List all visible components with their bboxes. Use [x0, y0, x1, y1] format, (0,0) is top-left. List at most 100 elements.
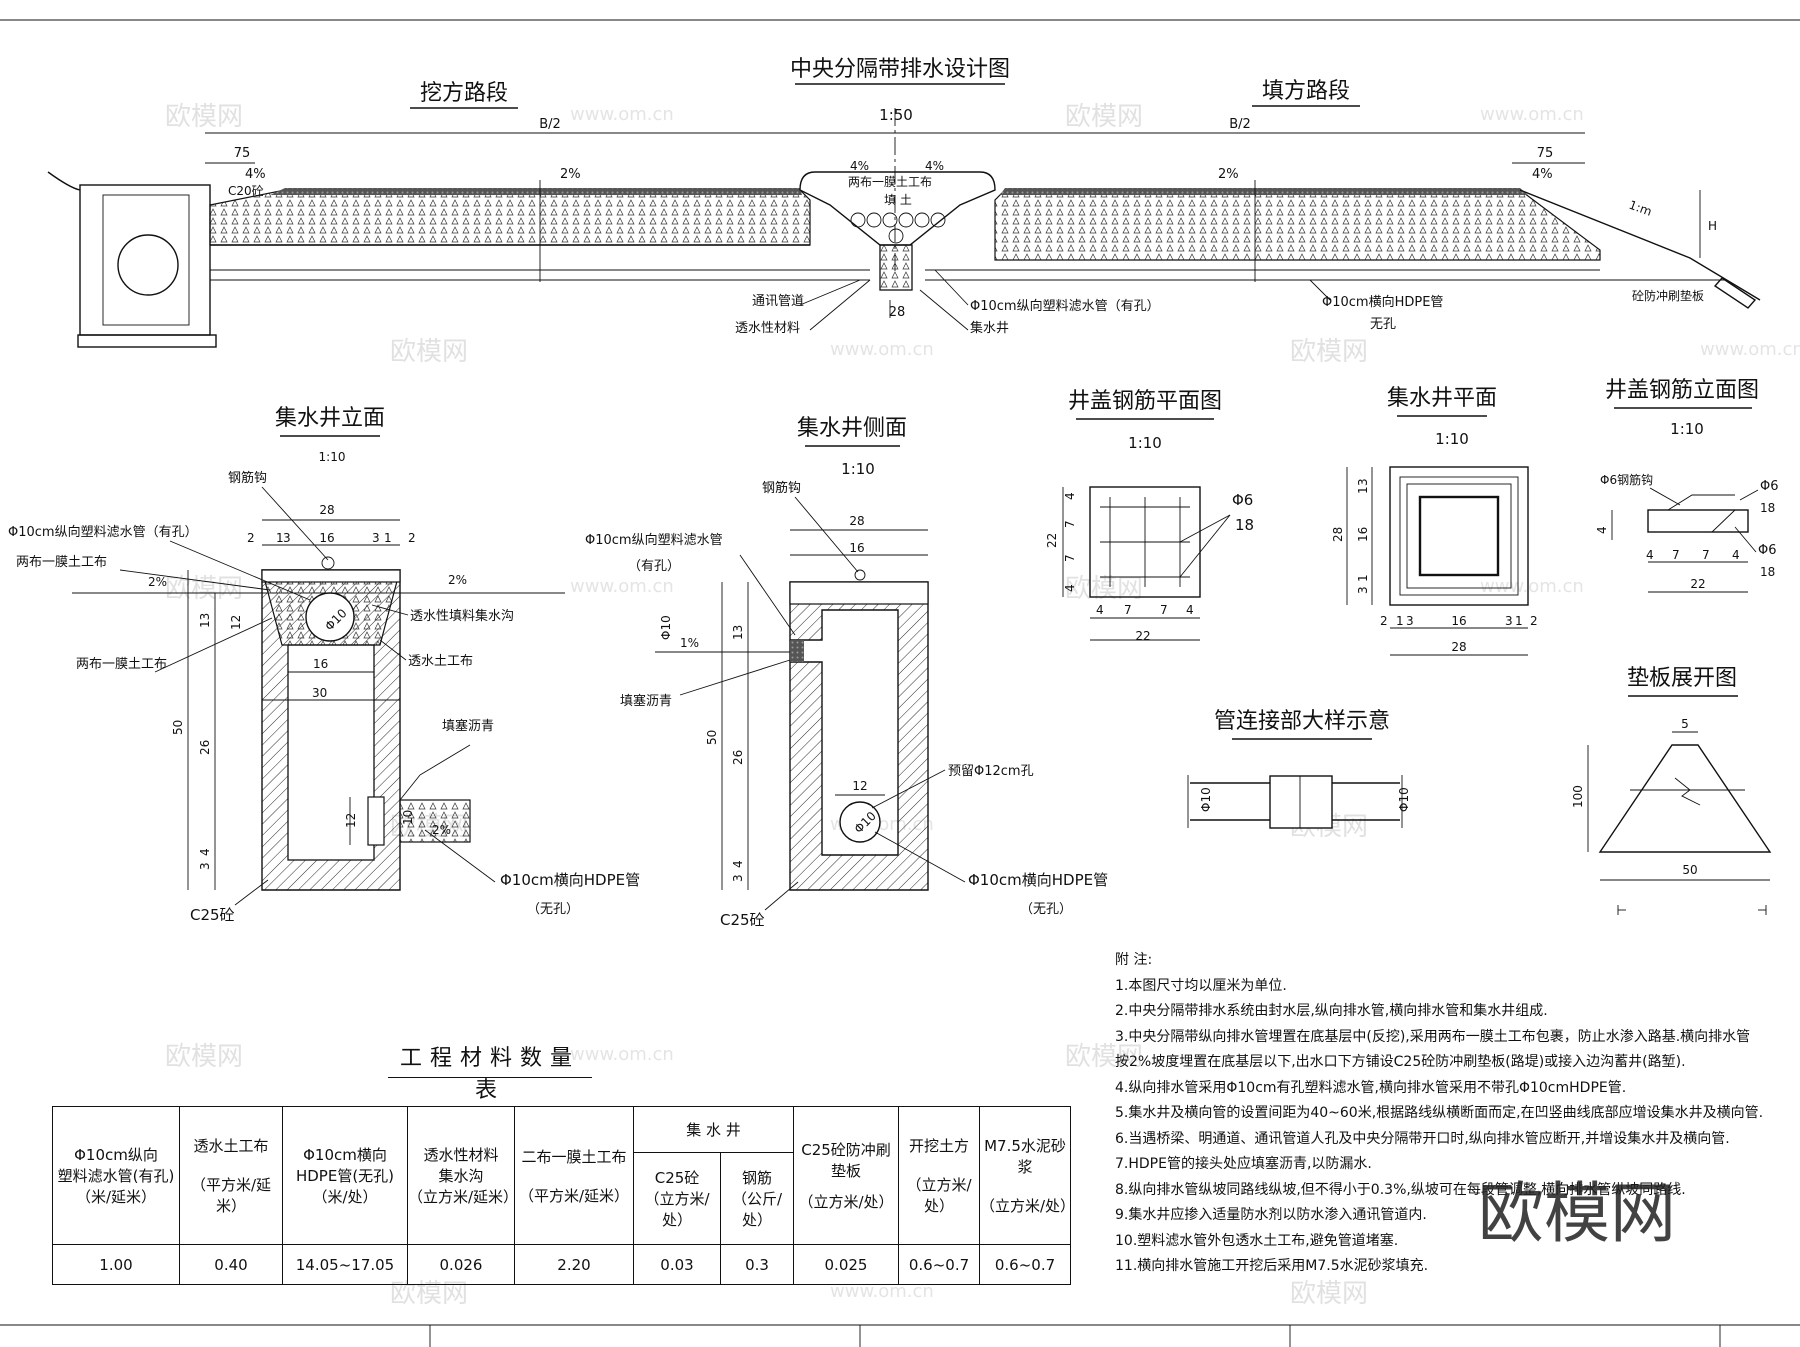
left-section-title: 挖方路段: [420, 81, 508, 106]
cover-elev-title: 井盖钢筋立面图: [1605, 378, 1759, 403]
side-hole: [839, 801, 881, 843]
elev-hdpe-stub: [367, 796, 385, 846]
side-v26: 26: [731, 750, 745, 765]
cover-elevation: 井盖钢筋立面图 1:10 Φ6钢筋钩 Φ6 18 Φ6 18 4 4 7 7 4…: [1595, 378, 1779, 593]
table-cell: 0.6~0.7: [898, 1244, 980, 1285]
elev-d1a: 1: [276, 531, 284, 545]
cover-plan-h22: 22: [1135, 629, 1150, 643]
elev-rebar-hook: [321, 556, 335, 570]
leader-hdpe: [1309, 279, 1331, 301]
c20-label: C20砼: [228, 184, 264, 198]
th-geo: 二布一膜土工布 （平方米/延米）: [514, 1106, 634, 1245]
well-plan-h3a: 3: [1406, 614, 1414, 628]
cover-plan-slab: [1089, 486, 1201, 598]
note-item: 1.本图尺寸均以厘米为单位.: [1115, 977, 1287, 994]
dim-75-left: 75: [234, 146, 251, 161]
watermark: 欧模网: [165, 574, 243, 604]
elev-d3b: 3: [372, 531, 380, 545]
surface-left: [270, 188, 802, 195]
leader-cover-rebar: [1649, 487, 1681, 506]
th-text: 垫板: [830, 1162, 861, 1180]
table-cell: 0.026: [407, 1244, 515, 1285]
slope-4-right: 4%: [1532, 167, 1553, 182]
side-ditch-pipe: [117, 234, 179, 296]
cover-plan-phi: Φ6: [1232, 491, 1253, 509]
cover-plan-v4b: 4: [1063, 584, 1077, 592]
elev-v10: 10: [401, 810, 415, 825]
side-v4: 4: [731, 860, 745, 868]
pad-d50: 50: [1682, 863, 1697, 877]
table-title: 工程材料数量表: [399, 1046, 580, 1103]
pipe-phi-left: Φ10: [1199, 787, 1213, 812]
th-text: （公斤/处）: [731, 1190, 783, 1229]
watermark-url: www.om.cn: [1700, 339, 1800, 360]
th-c25: C25砼 （立方米/处）: [633, 1152, 721, 1245]
note-item: 按2%坡度埋置在底基层以下,出水口下方铺设C25砼防冲刷垫板(路堤)或接入边沟蓄…: [1115, 1054, 1686, 1070]
cover-plan-v4a: 4: [1063, 492, 1077, 500]
elev-top-slab: [261, 569, 401, 583]
elev-title: 集水井立面: [275, 406, 385, 431]
elev-scale: 1:10: [319, 450, 346, 464]
watermark-url: www.om.cn: [570, 576, 674, 597]
pipe-coupler: [1269, 775, 1333, 829]
table-cell: 0.3: [720, 1244, 794, 1285]
median-slope-right: 4%: [925, 159, 944, 173]
pipe-detail: 管连接部大样示意 Φ10 Φ10: [1187, 709, 1411, 829]
watermark: 欧模网: [1065, 102, 1143, 132]
dim-28: 28: [889, 305, 906, 320]
cover-elev-h7b: 7: [1702, 548, 1710, 562]
well-plan-v1b: 1: [1356, 574, 1370, 582]
watermark-url: www.om.cn: [1480, 104, 1584, 125]
elev-d1b: 1: [384, 531, 392, 545]
cover-plan-title: 井盖钢筋平面图: [1068, 389, 1222, 414]
th-text: Φ10cm横向: [303, 1146, 387, 1164]
cover-plan-n18: 18: [1235, 516, 1254, 534]
leader-perm: [371, 604, 409, 616]
elev-pipe: [305, 592, 355, 642]
elev-asphalt: 填塞沥青: [442, 718, 494, 734]
watermark-url: www.om.cn: [830, 1281, 934, 1302]
side-no-hole: （无孔）: [1020, 902, 1072, 917]
cover-elev-h22: 22: [1690, 577, 1705, 591]
th-text: 钢筋: [741, 1169, 772, 1187]
note-item: 8.纵向排水管纵坡同路线纵坡,但不得小于0.3%,纵坡可在每段管调整,横向排水管…: [1115, 1181, 1686, 1198]
label-hdpe: Φ10cm横向HDPE管: [1322, 294, 1443, 310]
elev-hdpe-pipe: [399, 799, 471, 843]
road-layers-right: [994, 189, 1601, 261]
notes-block: 附 注: 1.本图尺寸均以厘米为单位. 2.中央分隔带排水系统由封水层,纵向排水…: [1115, 948, 1764, 1280]
cover-elev-h7a: 7: [1672, 548, 1680, 562]
cover-elev-h4a: 4: [1646, 548, 1654, 562]
th-hdpe: Φ10cm横向 HDPE管(无孔) （米/处）: [282, 1106, 408, 1245]
note-item: 5.集水井及横向管的设置间距为40~60米,根据路线纵横断面而定,在凹竖曲线底部…: [1115, 1105, 1764, 1121]
well-plan-v3b: 3: [1356, 586, 1370, 594]
well-elevation: 集水井立面 1:10 Φ10 28 2 1 3 16 3 1 2 16 30 5…: [8, 406, 640, 924]
cover-plan-v7a: 7: [1063, 520, 1077, 528]
elev-cavity: [287, 644, 375, 861]
th-text: （平方米/延米）: [190, 1176, 272, 1215]
collector-well: [879, 244, 913, 291]
watermark: 欧模网: [1290, 337, 1368, 367]
main-scale: 1:50: [879, 106, 913, 124]
leader-asphalt-2: [419, 744, 471, 776]
side-v10: Φ10: [659, 615, 673, 640]
side-ditch-inner: [102, 194, 190, 326]
cover-elev-rebar: Φ6钢筋钩: [1600, 472, 1653, 487]
label-long-pipe: Φ10cm纵向塑料滤水管（有孔）: [970, 298, 1160, 314]
side-hole-label: 预留Φ12cm孔: [948, 764, 1034, 779]
label-pad: 砼防冲刷垫板: [1632, 288, 1704, 303]
table-cell: 14.05~17.05: [282, 1244, 408, 1285]
th-text: （立方米/处）: [798, 1193, 894, 1211]
notes-heading: 附 注:: [1115, 952, 1153, 968]
side-title: 集水井侧面: [797, 416, 907, 441]
elev-v26: 26: [198, 740, 212, 755]
label-permeable: 透水性材料: [735, 321, 800, 336]
leader-geo2: [154, 617, 273, 673]
th-text: 开挖土方: [908, 1137, 969, 1155]
elev-d16-inner: 16: [313, 657, 328, 671]
table-cell: 0.025: [793, 1244, 899, 1285]
cover-elev-slab: [1647, 509, 1749, 533]
main-section: 中央分隔带排水设计图 1:50 挖方路段 填方路段 B/2 B/2 75 75 …: [47, 57, 1761, 348]
label-well: 集水井: [970, 320, 1009, 336]
leader-perm: [809, 279, 871, 331]
elev-hdpe: Φ10cm横向HDPE管: [500, 871, 640, 889]
